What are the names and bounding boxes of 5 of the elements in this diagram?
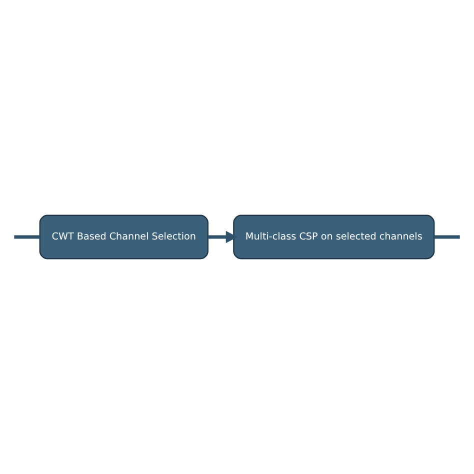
connector <box>14 235 40 239</box>
node-box: CWT Based Channel Selection <box>39 214 208 260</box>
arrow <box>208 230 238 244</box>
node-box: Multi-class CSP on selected channels <box>233 214 435 260</box>
connector <box>434 235 460 239</box>
